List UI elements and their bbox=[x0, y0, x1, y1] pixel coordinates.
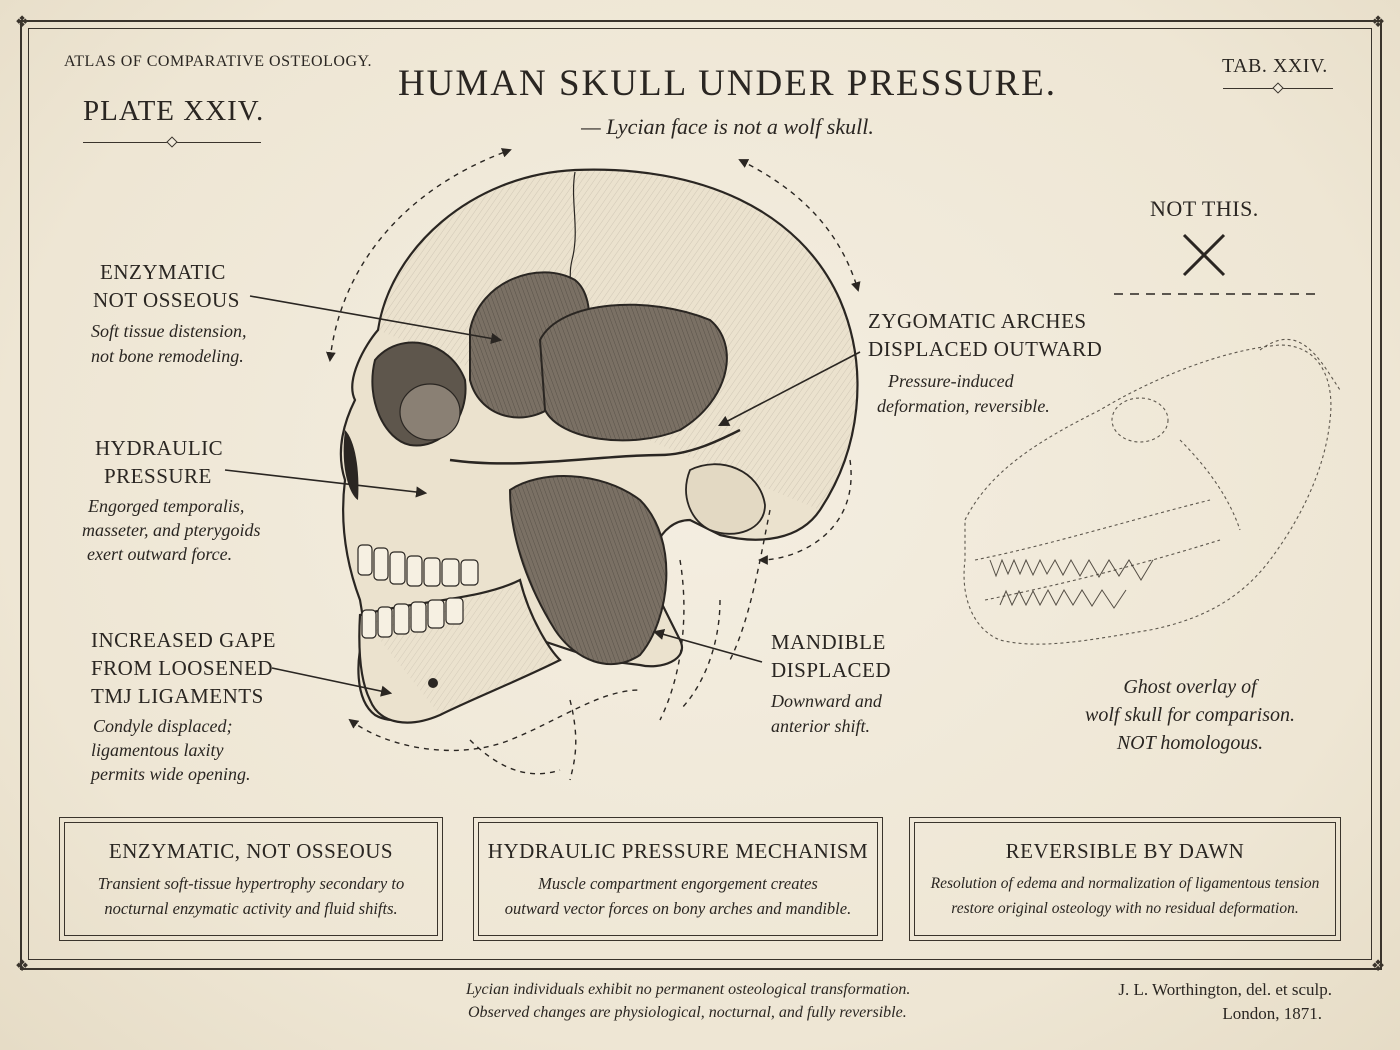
note-zygomatic-1: Pressure-induced bbox=[888, 371, 1014, 391]
footer-note-2: Observed changes are physiological, noct… bbox=[468, 1004, 907, 1021]
note-hydraulic-3: exert outward force. bbox=[87, 544, 233, 564]
note-mandible-2: anterior shift. bbox=[771, 716, 871, 736]
label-gape-line3: TMJ LIGAMENTS bbox=[91, 684, 264, 708]
summary-box-title: HYDRAULIC PRESSURE MECHANISM bbox=[487, 839, 869, 863]
x-mark-icon bbox=[1182, 233, 1226, 277]
label-enzymatic-line2: NOT OSSEOUS bbox=[93, 288, 240, 312]
note-enzymatic-2: not bone remodeling. bbox=[91, 346, 244, 366]
label-gape-line1: INCREASED GAPE bbox=[91, 628, 276, 652]
summary-box-enzymatic: ENZYMATIC, NOT OSSEOUS Transient soft-ti… bbox=[59, 817, 443, 941]
summary-box-text: Transient soft-tissue hypertrophy second… bbox=[65, 871, 437, 921]
note-gape-1: Condyle displaced; bbox=[93, 716, 233, 736]
label-enzymatic-line1: ENZYMATIC bbox=[100, 260, 226, 284]
summary-box-line: Resolution of edema and normalization of… bbox=[930, 875, 1320, 892]
summary-box-line: nocturnal enzymatic activity and fluid s… bbox=[104, 899, 398, 918]
summary-box-title: REVERSIBLE BY DAWN bbox=[1005, 839, 1245, 863]
corner-fleuron-icon: ❖ bbox=[14, 956, 30, 975]
summary-box-reversible: REVERSIBLE BY DAWN Resolution of edema a… bbox=[909, 817, 1341, 941]
label-mandible-line1: MANDIBLE bbox=[771, 630, 886, 654]
plate-number: PLATE XXIV. bbox=[83, 95, 265, 127]
note-enzymatic-1: Soft tissue distension, bbox=[91, 321, 247, 341]
page-subtitle: — Lycian face is not a wolf skull. bbox=[581, 114, 874, 139]
footer-credit-2: London, 1871. bbox=[1222, 1004, 1322, 1023]
atlas-title: ATLAS OF COMPARATIVE OSTEOLOGY. bbox=[64, 53, 372, 70]
comparison-caption-2: wolf skull for comparison. bbox=[1084, 704, 1295, 726]
inner-frame bbox=[28, 28, 1372, 960]
label-mandible-line2: DISPLACED bbox=[771, 658, 892, 682]
comparison-caption-3: NOT homologous. bbox=[1116, 732, 1264, 754]
label-hydraulic-line2: PRESSURE bbox=[104, 464, 212, 488]
summary-box-line: Muscle compartment engorgement creates bbox=[538, 874, 818, 893]
summary-box-hydraulic: HYDRAULIC PRESSURE MECHANISM Muscle comp… bbox=[473, 817, 883, 941]
summary-box-text: Muscle compartment engorgement creates o… bbox=[479, 871, 877, 921]
note-mandible-1: Downward and bbox=[771, 691, 882, 711]
footer-note-1: Lycian individuals exhibit no permanent … bbox=[466, 981, 911, 998]
wolf-skull-ghost bbox=[963, 338, 1341, 645]
wolf-teeth bbox=[989, 558, 1154, 609]
summary-box-title: ENZYMATIC, NOT OSSEOUS bbox=[108, 839, 394, 863]
summary-box-line: outward vector forces on bony arches and… bbox=[504, 899, 852, 918]
corner-fleuron-icon: ❖ bbox=[1370, 956, 1386, 975]
pressure-arrows bbox=[326, 148, 861, 781]
note-gape-3: permits wide opening. bbox=[91, 764, 251, 784]
note-zygomatic-2: deformation, reversible. bbox=[877, 396, 1050, 416]
summary-box-line: Transient soft-tissue hypertrophy second… bbox=[97, 874, 405, 893]
summary-box-text: Resolution of edema and normalization of… bbox=[915, 871, 1335, 921]
comparison-caption-1: Ghost overlay of bbox=[1123, 676, 1257, 698]
page-title: HUMAN SKULL UNDER PRESSURE. bbox=[397, 63, 1058, 104]
footer-credit-1: J. L. Worthington, del. et sculp. bbox=[1118, 980, 1332, 999]
corner-fleuron-icon: ❖ bbox=[1370, 12, 1386, 31]
summary-box-line: restore original osteology with no resid… bbox=[951, 900, 1299, 917]
note-hydraulic-1: Engorged temporalis, bbox=[88, 496, 245, 516]
note-gape-2: ligamentous laxity bbox=[91, 740, 224, 760]
outer-frame bbox=[20, 20, 1382, 970]
label-hydraulic-line1: HYDRAULIC bbox=[95, 436, 224, 460]
comparison-heading: NOT THIS. bbox=[1150, 196, 1259, 221]
corner-fleuron-icon: ❖ bbox=[14, 12, 30, 31]
leader-lines bbox=[224, 295, 861, 697]
human-skull bbox=[339, 168, 859, 724]
label-zygomatic-line1: ZYGOMATIC ARCHES bbox=[868, 309, 1087, 333]
note-hydraulic-2: masseter, and pterygoids bbox=[82, 520, 261, 540]
label-zygomatic-line2: DISPLACED OUTWARD bbox=[868, 337, 1103, 361]
tab-number: TAB. XXIV. bbox=[1222, 55, 1328, 77]
label-gape-line2: FROM LOOSENED bbox=[91, 656, 274, 680]
